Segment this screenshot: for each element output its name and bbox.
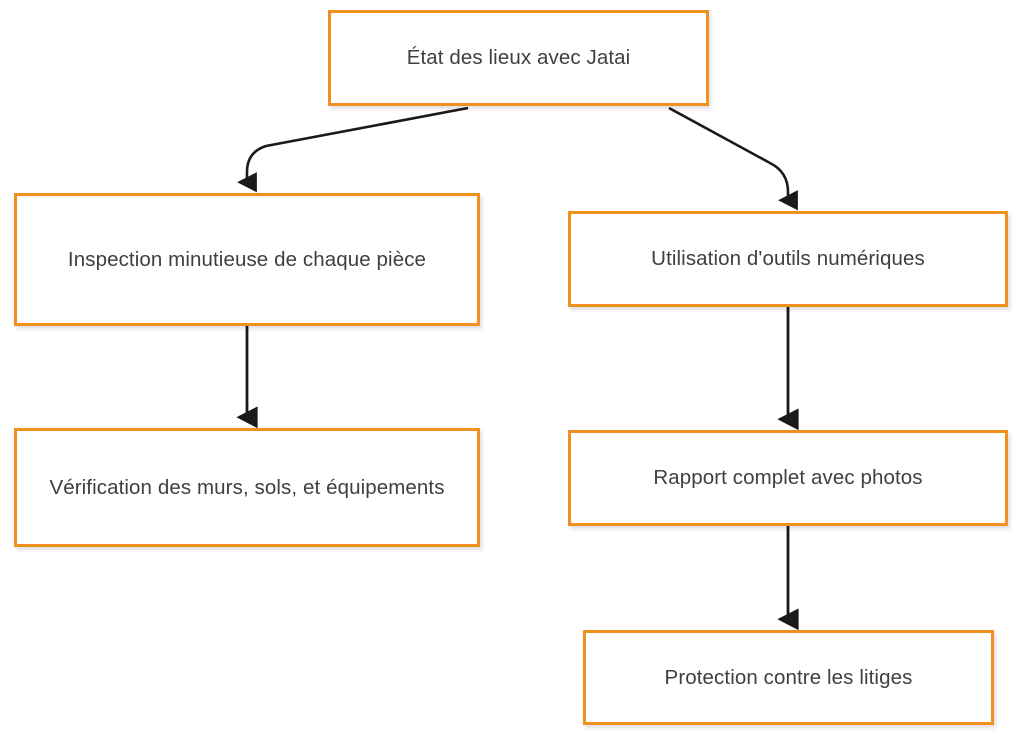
flowchart-node-tools[interactable]: Utilisation d'outils numériques xyxy=(568,211,1008,307)
flowchart-node-verify[interactable]: Vérification des murs, sols, et équipeme… xyxy=(14,428,480,547)
flowchart-node-inspect[interactable]: Inspection minutieuse de chaque pièce xyxy=(14,193,480,326)
flowchart-node-root[interactable]: État des lieux avec Jatai xyxy=(328,10,709,106)
node-label-root: État des lieux avec Jatai xyxy=(406,46,631,70)
edge-root-to-inspect xyxy=(237,106,469,193)
node-label-verify: Vérification des murs, sols, et équipeme… xyxy=(49,475,445,499)
node-label-tools: Utilisation d'outils numériques xyxy=(651,247,925,271)
flowchart-node-report[interactable]: Rapport complet avec photos xyxy=(568,430,1008,526)
edge-root-to-tools xyxy=(668,106,798,211)
node-label-report: Rapport complet avec photos xyxy=(653,466,923,490)
node-label-protect: Protection contre les litiges xyxy=(664,665,913,689)
flowchart-node-protect[interactable]: Protection contre les litiges xyxy=(583,630,994,725)
node-label-inspect: Inspection minutieuse de chaque pièce xyxy=(67,247,427,271)
